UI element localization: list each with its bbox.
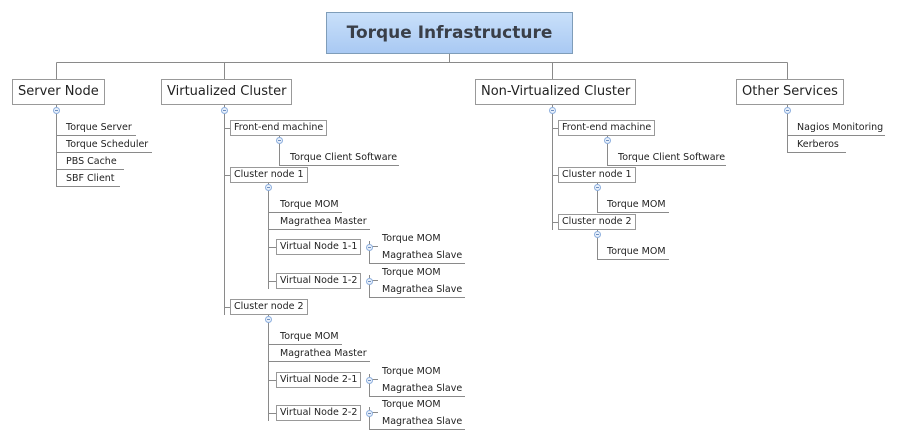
vn22-torque-mom[interactable]: Torque MOM <box>382 399 441 410</box>
vc-virtual-node-2-1[interactable]: Virtual Node 2-1 <box>276 372 362 388</box>
leaf-nagios-monitoring[interactable]: Nagios Monitoring <box>797 122 884 133</box>
leaf-kerberos[interactable]: Kerberos <box>797 139 839 150</box>
box-label: Virtual Node 2-1 <box>280 374 358 385</box>
vc-node2-magrathea-master[interactable]: Magrathea Master <box>280 348 367 359</box>
leaf-torque-server[interactable]: Torque Server <box>66 122 132 133</box>
nvc-node2-torque-mom[interactable]: Torque MOM <box>607 246 666 257</box>
root-topic[interactable]: Torque Infrastructure <box>326 12 573 54</box>
collapse-toggle-icon[interactable] <box>604 137 611 144</box>
vc-cluster-node-1[interactable]: Cluster node 1 <box>230 167 308 183</box>
root-topic-label: Torque Infrastructure <box>346 23 553 43</box>
collapse-toggle-icon[interactable] <box>366 244 373 251</box>
collapse-toggle-icon[interactable] <box>784 107 791 114</box>
collapse-toggle-icon[interactable] <box>53 107 60 114</box>
collapse-toggle-icon[interactable] <box>221 107 228 114</box>
collapse-toggle-icon[interactable] <box>594 184 601 191</box>
box-label: Virtual Node 1-1 <box>280 241 358 252</box>
collapse-toggle-icon[interactable] <box>265 184 272 191</box>
nvc-frontend-machine[interactable]: Front-end machine <box>558 120 656 136</box>
vc-virtual-node-2-2[interactable]: Virtual Node 2-2 <box>276 405 362 421</box>
topic-label: Non-Virtualized Cluster <box>481 84 631 99</box>
topic-label: Virtualized Cluster <box>167 84 287 99</box>
vn12-torque-mom[interactable]: Torque MOM <box>382 267 441 278</box>
collapse-toggle-icon[interactable] <box>549 107 556 114</box>
box-label: Front-end machine <box>562 122 652 133</box>
collapse-toggle-icon[interactable] <box>366 410 373 417</box>
vc-frontend-machine[interactable]: Front-end machine <box>230 120 328 136</box>
box-label: Virtual Node 2-2 <box>280 407 358 418</box>
topic-server-node[interactable]: Server Node <box>12 79 105 105</box>
box-label: Cluster node 2 <box>234 301 304 312</box>
box-label: Cluster node 2 <box>562 216 632 227</box>
nvc-cluster-node-2[interactable]: Cluster node 2 <box>558 214 636 230</box>
collapse-toggle-icon[interactable] <box>366 278 373 285</box>
box-label: Cluster node 1 <box>234 169 304 180</box>
vn12-magrathea-slave[interactable]: Magrathea Slave <box>382 284 463 295</box>
vc-cluster-node-2[interactable]: Cluster node 2 <box>230 299 308 315</box>
box-label: Virtual Node 1-2 <box>280 275 358 286</box>
vc-virtual-node-1-2[interactable]: Virtual Node 1-2 <box>276 273 362 289</box>
topic-label: Server Node <box>18 84 99 99</box>
topic-other-services[interactable]: Other Services <box>736 79 844 105</box>
topic-label: Other Services <box>742 84 838 99</box>
leaf-sbf-client[interactable]: SBF Client <box>66 173 115 184</box>
nvc-node1-torque-mom[interactable]: Torque MOM <box>607 199 666 210</box>
collapse-toggle-icon[interactable] <box>276 137 283 144</box>
vn22-magrathea-slave[interactable]: Magrathea Slave <box>382 416 463 427</box>
vc-node2-torque-mom[interactable]: Torque MOM <box>280 331 339 342</box>
vn21-magrathea-slave[interactable]: Magrathea Slave <box>382 383 463 394</box>
vn11-magrathea-slave[interactable]: Magrathea Slave <box>382 250 463 261</box>
leaf-pbs-cache[interactable]: PBS Cache <box>66 156 117 167</box>
vc-virtual-node-1-1[interactable]: Virtual Node 1-1 <box>276 239 362 255</box>
collapse-toggle-icon[interactable] <box>594 231 601 238</box>
topic-non-virtualized-cluster[interactable]: Non-Virtualized Cluster <box>475 79 637 105</box>
box-label: Front-end machine <box>234 122 324 133</box>
vc-torque-client-software[interactable]: Torque Client Software <box>290 152 398 163</box>
vc-node1-torque-mom[interactable]: Torque MOM <box>280 199 339 210</box>
nvc-cluster-node-1[interactable]: Cluster node 1 <box>558 167 636 183</box>
nvc-torque-client-software[interactable]: Torque Client Software <box>618 152 726 163</box>
collapse-toggle-icon[interactable] <box>265 316 272 323</box>
vn11-torque-mom[interactable]: Torque MOM <box>382 233 441 244</box>
box-label: Cluster node 1 <box>562 169 632 180</box>
vc-node1-magrathea-master[interactable]: Magrathea Master <box>280 216 367 227</box>
collapse-toggle-icon[interactable] <box>366 377 373 384</box>
topic-virtualized-cluster[interactable]: Virtualized Cluster <box>161 79 293 105</box>
vn21-torque-mom[interactable]: Torque MOM <box>382 366 441 377</box>
leaf-torque-scheduler[interactable]: Torque Scheduler <box>66 139 149 150</box>
